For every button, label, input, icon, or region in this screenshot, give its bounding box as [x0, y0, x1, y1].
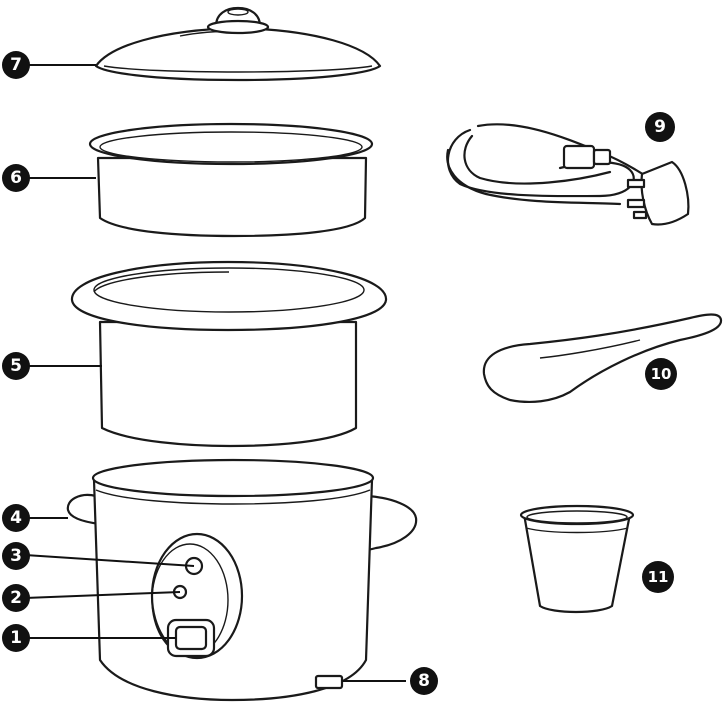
callout-number: 9 — [654, 117, 666, 137]
callout-badge-3: 3 — [2, 542, 30, 570]
callout-badge-7: 7 — [2, 51, 30, 79]
callout-badge-6: 6 — [2, 164, 30, 192]
callout-number: 11 — [648, 568, 669, 586]
callout-number: 10 — [651, 365, 672, 383]
callout-number: 6 — [10, 168, 22, 188]
callout-badge-8: 8 — [410, 667, 438, 695]
callout-number: 5 — [10, 356, 22, 376]
glass-lid — [96, 8, 380, 80]
cooker-body — [68, 460, 416, 700]
rice-paddle — [484, 315, 721, 402]
callout-number: 2 — [10, 588, 22, 608]
callout-number: 4 — [10, 508, 22, 528]
callout-badge-5: 5 — [2, 352, 30, 380]
callout-badge-9: 9 — [645, 112, 675, 142]
callout-number: 8 — [418, 671, 430, 691]
callout-badge-10: 10 — [645, 358, 677, 390]
steamer-bowl — [90, 124, 372, 236]
callout-badge-2: 2 — [2, 584, 30, 612]
callout-badge-4: 4 — [2, 504, 30, 532]
callout-badge-11: 11 — [642, 561, 674, 593]
inner-pot — [72, 262, 386, 446]
measuring-cup — [521, 506, 633, 612]
callout-number: 1 — [10, 628, 22, 648]
callout-badge-1: 1 — [2, 624, 30, 652]
callout-number: 7 — [10, 55, 22, 75]
callout-number: 3 — [10, 546, 22, 566]
